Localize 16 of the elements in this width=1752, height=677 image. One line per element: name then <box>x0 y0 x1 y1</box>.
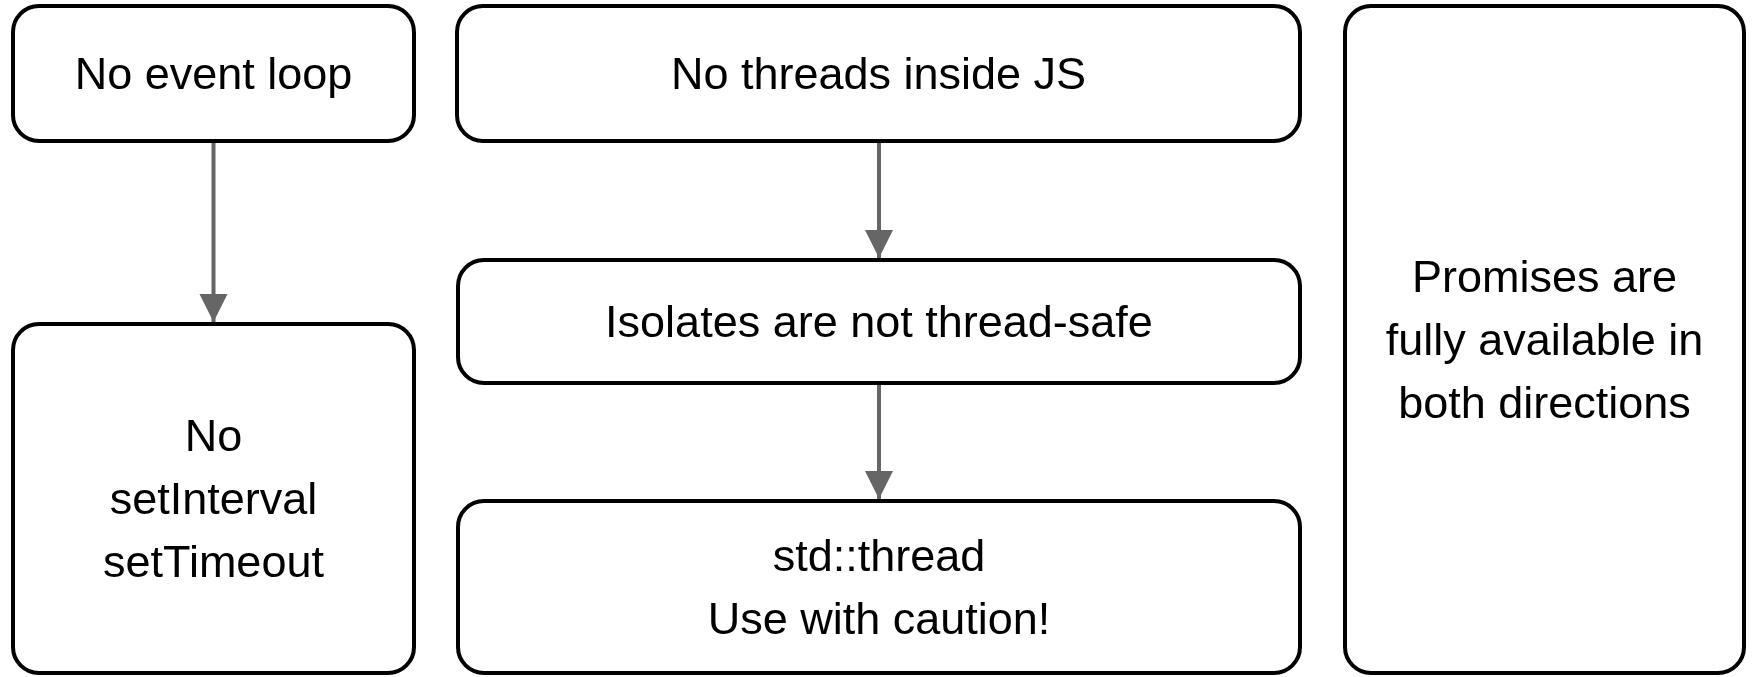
rounded-box <box>456 258 1302 385</box>
node-text: Use with caution! <box>707 592 1051 646</box>
rounded-box <box>11 4 416 143</box>
node-text: No threads inside JS <box>670 47 1087 101</box>
node-text: No setInterval setTimeout <box>102 409 325 589</box>
node-text: No event loop <box>74 47 353 101</box>
node-text: std::thread <box>772 529 986 583</box>
arrow <box>865 385 893 499</box>
rounded-box <box>455 4 1302 143</box>
arrow <box>865 143 893 258</box>
node-text: Isolates are not thread-safe <box>605 295 1153 349</box>
rounded-box <box>11 322 416 675</box>
rounded-box <box>1343 4 1746 675</box>
rounded-box <box>456 499 1302 675</box>
arrow <box>199 143 228 322</box>
node-text: Promises are fully available in both directions <box>1384 250 1705 430</box>
